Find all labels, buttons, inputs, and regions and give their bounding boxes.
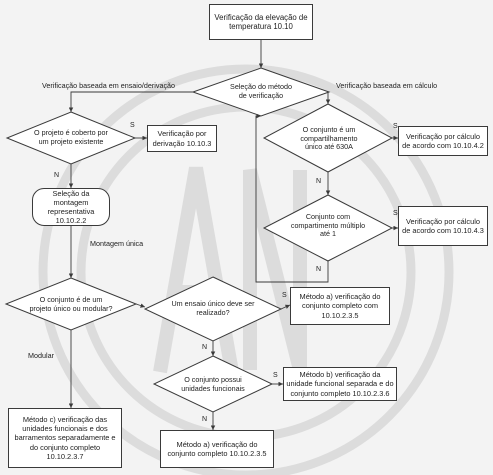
compartment-yes-marker: S [393, 123, 398, 130]
derivation-result-box: Verificação por derivação 10.10.3 [147, 125, 217, 152]
method-a-bottom-box: Método a) verificação do conjunto comple… [160, 430, 274, 468]
calc-result-1-box: Verificação por cálculo de acordo com 10… [398, 126, 488, 156]
representative-assembly-box: Seleção da montagem representativa 10.10… [32, 188, 110, 226]
method-b-box: Método b) verificação da unidade funcion… [283, 367, 397, 401]
compartment-no-marker: N [316, 178, 322, 185]
multiple-decision-text: Conjunto com compartimento múltiplo até … [290, 211, 366, 239]
single-assembly-label: Montagem única [90, 239, 144, 248]
multiple-yes-marker: S [393, 210, 398, 217]
single-test-decision-text: Um ensaio único deve ser realizado? [171, 299, 255, 317]
single-test-no-marker: N [202, 344, 208, 351]
calc-result-2-box: Verificação por cálculo de acordo com 10… [398, 206, 488, 246]
compartment-decision-text: O conjunto é um compartilhamento único a… [300, 124, 358, 152]
single-test-yes-marker: S [282, 292, 287, 299]
method-a-top-box: Método a) verificação do conjunto comple… [290, 287, 390, 325]
covered-yes-marker: S [130, 122, 135, 129]
calc-branch-label: Verificação baseada em cálculo [336, 81, 438, 90]
single-decision-text: O conjunto é de um projeto único ou modu… [29, 295, 113, 313]
covered-no-marker: N [54, 172, 60, 179]
units-yes-marker: S [273, 372, 278, 379]
selection-to-test-branch-line [68, 91, 193, 112]
single-to-single-test-line [135, 303, 146, 308]
selection-to-calc-branch-line [325, 91, 331, 104]
multiple-no-loop-line [255, 113, 329, 283]
modular-label: Modular [28, 351, 54, 360]
single-test-yes-line [280, 304, 291, 310]
units-no-marker: N [202, 416, 208, 423]
method-c-box: Método c) verificação das unidades funci… [8, 408, 122, 468]
test-branch-label: Verificação baseada em ensaio/derivação [42, 81, 176, 90]
selection-decision-text: Seleção do método de verificação [230, 82, 292, 100]
covered-decision-text: O projeto é coberto por um projeto exist… [34, 128, 108, 146]
multiple-no-marker: N [316, 266, 322, 273]
units-decision-text: O conjunto possui unidades funcionais [181, 375, 245, 393]
start-box: Verificação da elevação de temperatura 1… [209, 4, 313, 40]
